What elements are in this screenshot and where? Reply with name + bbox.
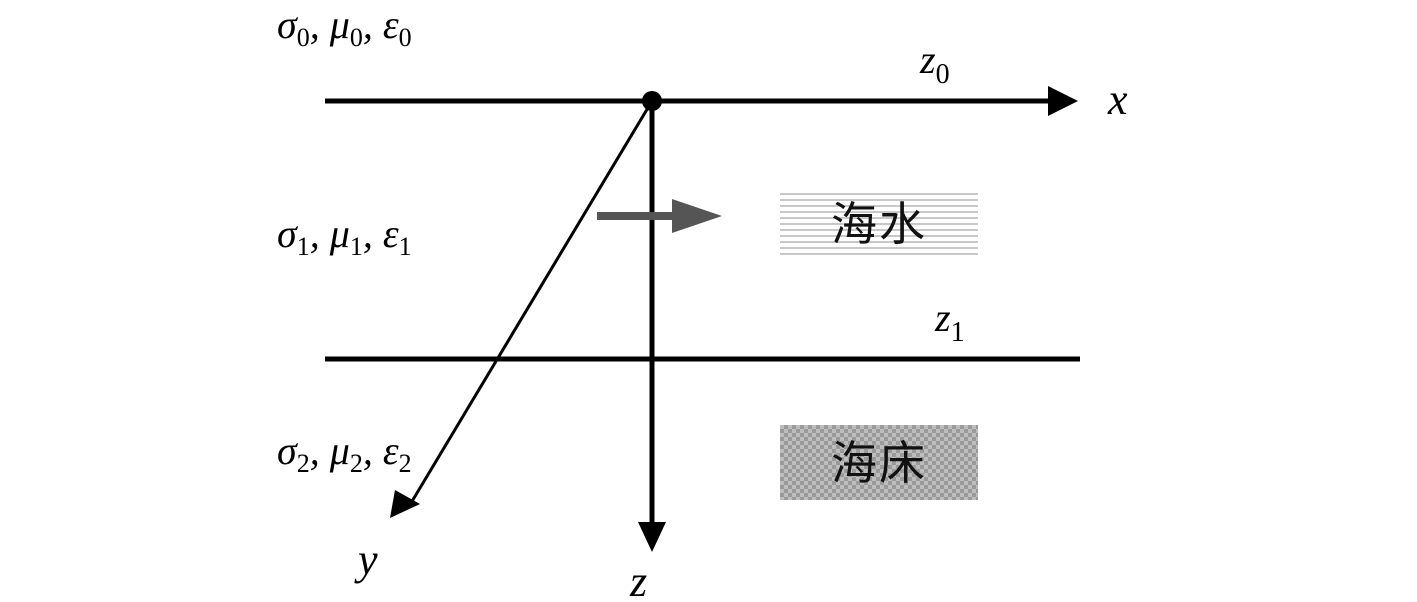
legend-seawater: 海水 bbox=[780, 193, 978, 255]
layer1-params: σ1, μ1, ε1 bbox=[277, 211, 412, 261]
y-axis-line bbox=[406, 100, 654, 509]
x-axis-label: x bbox=[1108, 75, 1128, 124]
y-axis-arrowhead bbox=[390, 490, 420, 518]
z-axis-arrowhead bbox=[638, 522, 666, 552]
source-point bbox=[642, 91, 662, 111]
layer2-params: σ2, μ2, ε2 bbox=[277, 428, 412, 478]
interface-label-z1: z1 bbox=[935, 295, 965, 348]
legend-seabed: 海床 bbox=[780, 425, 978, 500]
legend-seawater-label: 海水 bbox=[831, 197, 927, 251]
interface-label-z0: z0 bbox=[920, 37, 950, 90]
x-axis-arrowhead bbox=[1048, 86, 1078, 116]
layer0-params: σ0, μ0, ε0 bbox=[277, 2, 412, 52]
flow-arrow-head bbox=[672, 199, 722, 233]
legend-seabed-label: 海床 bbox=[831, 435, 927, 490]
y-axis-label: y bbox=[358, 535, 378, 584]
z-axis-label: z bbox=[630, 557, 648, 602]
